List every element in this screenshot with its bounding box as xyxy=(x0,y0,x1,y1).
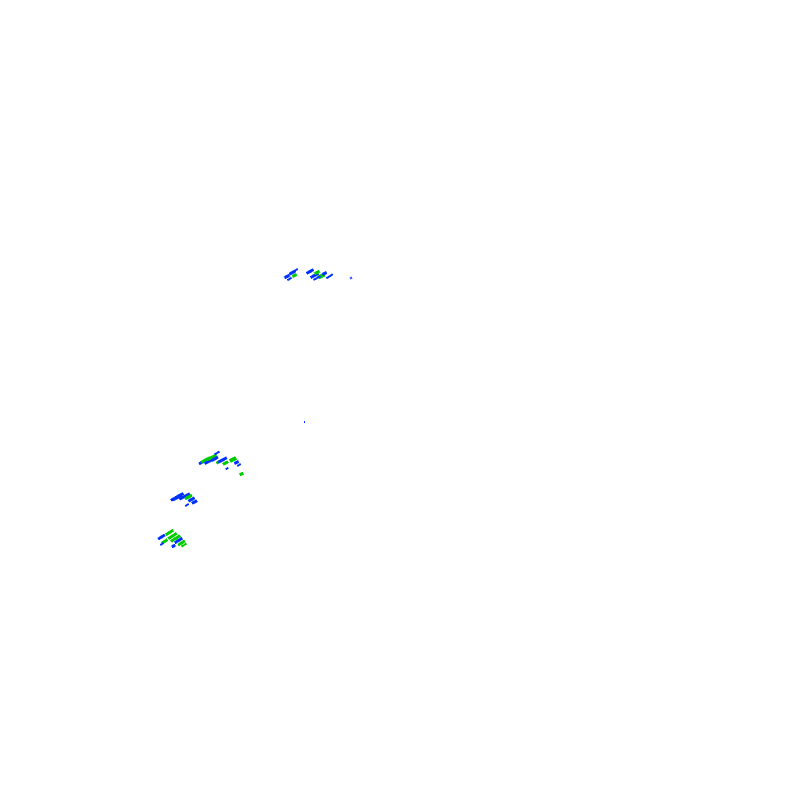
echo-light xyxy=(164,528,175,537)
echo-moderate xyxy=(349,276,353,280)
echo-light xyxy=(228,456,238,463)
echo-light xyxy=(184,493,193,501)
echo-cluster-west-lower xyxy=(157,528,188,549)
echo-cluster-west-upper xyxy=(198,450,244,477)
echo-moderate xyxy=(184,503,190,507)
echo-moderate xyxy=(210,455,219,463)
echo-moderate xyxy=(157,533,166,541)
echo-moderate xyxy=(325,274,332,280)
echo-light xyxy=(313,269,321,276)
echo-light xyxy=(177,539,186,547)
echo-moderate xyxy=(213,450,221,456)
echo-moderate xyxy=(305,268,315,275)
echo-moderate xyxy=(293,268,299,272)
echo-moderate xyxy=(217,456,228,464)
echo-moderate xyxy=(321,271,328,276)
echo-light xyxy=(222,460,229,466)
echo-moderate xyxy=(159,542,165,546)
echo-light xyxy=(170,534,181,543)
echo-moderate xyxy=(329,273,334,277)
echo-moderate xyxy=(174,492,185,499)
echo-light xyxy=(167,532,178,540)
echo-moderate xyxy=(171,543,176,549)
echo-moderate xyxy=(236,463,242,467)
echo-moderate xyxy=(233,460,240,465)
echo-light xyxy=(180,542,188,548)
echo-speck xyxy=(304,421,305,423)
echo-light xyxy=(239,471,244,477)
echo-moderate xyxy=(191,499,198,505)
echo-light xyxy=(291,273,298,278)
echo-cluster-west-middle xyxy=(170,492,198,507)
echo-moderate xyxy=(187,496,196,503)
echo-moderate xyxy=(180,492,191,500)
echo-moderate xyxy=(283,273,291,280)
echo-moderate xyxy=(225,466,229,471)
echo-moderate xyxy=(173,536,184,545)
echo-cluster-northeast xyxy=(283,268,353,282)
echo-moderate xyxy=(286,276,293,282)
echo-moderate xyxy=(312,275,322,281)
echo-light xyxy=(205,453,218,462)
